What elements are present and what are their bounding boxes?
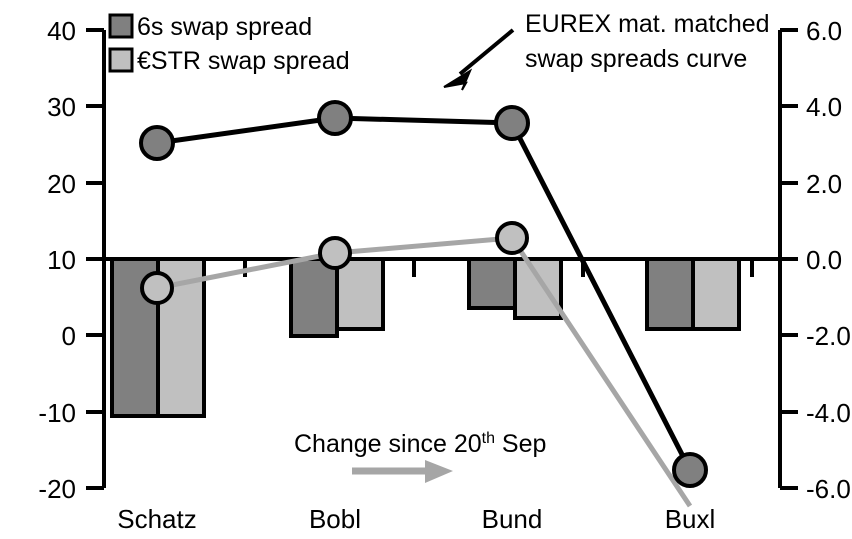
category-label-bobl: Bobl	[309, 504, 361, 534]
left-axis-tick-label: -10	[38, 398, 76, 428]
left-axis-tick-label: 40	[47, 16, 76, 46]
eurex-annotation-arrow-head-icon	[443, 68, 473, 91]
left-axis-tick-label: 20	[47, 169, 76, 199]
change-since-annotation-tail: Sep	[495, 430, 546, 458]
eurex-annotation-line1: EUREX mat. matched	[525, 10, 770, 38]
legend-label-estr-swap-spread: €STR swap spread	[137, 47, 350, 75]
change-since-annotation-text: Change since 20th Sep	[294, 430, 546, 458]
eurex-marker-schatz	[139, 125, 175, 161]
left-axis-tick-label: 10	[47, 245, 76, 275]
change-since-line-series	[140, 221, 693, 508]
eurex-curve-annotation: EUREX mat. matched swap spreads curve	[443, 10, 770, 91]
bar-buxl-estr	[691, 257, 741, 331]
change-since-marker-bobl	[318, 236, 352, 270]
left-axis-ticks	[86, 28, 104, 490]
bar-buxl-6s	[645, 257, 695, 331]
eurex-annotation-arrow-shaft	[458, 28, 515, 76]
right-axis-tick-label: 0.0	[806, 245, 842, 275]
category-label-bund: Bund	[482, 504, 543, 534]
right-axis-ticks	[780, 28, 798, 490]
change-since-annotation: Change since 20th Sep	[294, 430, 546, 483]
category-label-schatz: Schatz	[117, 504, 197, 534]
eurex-marker-buxl	[672, 452, 708, 488]
eurex-annotation-line2: swap spreads curve	[525, 45, 747, 73]
change-since-annotation-main: Change since 20	[294, 430, 482, 458]
right-axis-tick-label: -4.0	[806, 398, 851, 428]
change-since-annotation-sup: th	[482, 430, 495, 447]
category-label-buxl: Buxl	[665, 504, 716, 534]
legend: 6s swap spread €STR swap spread	[108, 13, 350, 75]
right-axis-tick-label: -6.0	[806, 474, 851, 504]
bar-bund-6s	[467, 257, 517, 310]
legend-swatch-6s-swap-spread	[108, 13, 134, 39]
right-axis-tick-label: 6.0	[806, 16, 842, 46]
change-since-polyline	[156, 235, 693, 508]
change-since-marker-bund	[495, 221, 529, 255]
right-axis-tick-label: 4.0	[806, 92, 842, 122]
right-axis-tick-label: -2.0	[806, 321, 851, 351]
eurex-curve-series	[139, 100, 708, 488]
bar-bobl-estr	[335, 257, 385, 331]
bar-bund-estr	[513, 257, 563, 320]
eurex-marker-bund	[494, 105, 530, 141]
legend-label-6s-swap-spread: 6s swap spread	[137, 13, 312, 41]
change-since-arrow-icon	[352, 460, 453, 483]
eurex-curve-polyline	[156, 115, 693, 472]
left-axis-tick-label: 30	[47, 92, 76, 122]
right-axis-tick-label: 2.0	[806, 169, 842, 199]
legend-swatch-estr-swap-spread	[108, 47, 134, 73]
left-axis-tick-label: 0	[62, 321, 76, 351]
category-labels: Schatz Bobl Bund Buxl	[117, 504, 715, 534]
left-axis-tick-label: -20	[38, 474, 76, 504]
eurex-marker-bobl	[317, 100, 353, 136]
category-axis	[102, 257, 780, 277]
change-since-arrow-head	[425, 460, 453, 483]
change-since-marker-schatz	[140, 271, 174, 305]
bar-bobl-6s	[289, 257, 339, 338]
left-axis: 40 30 20 10 0 -10 -20	[38, 16, 106, 504]
